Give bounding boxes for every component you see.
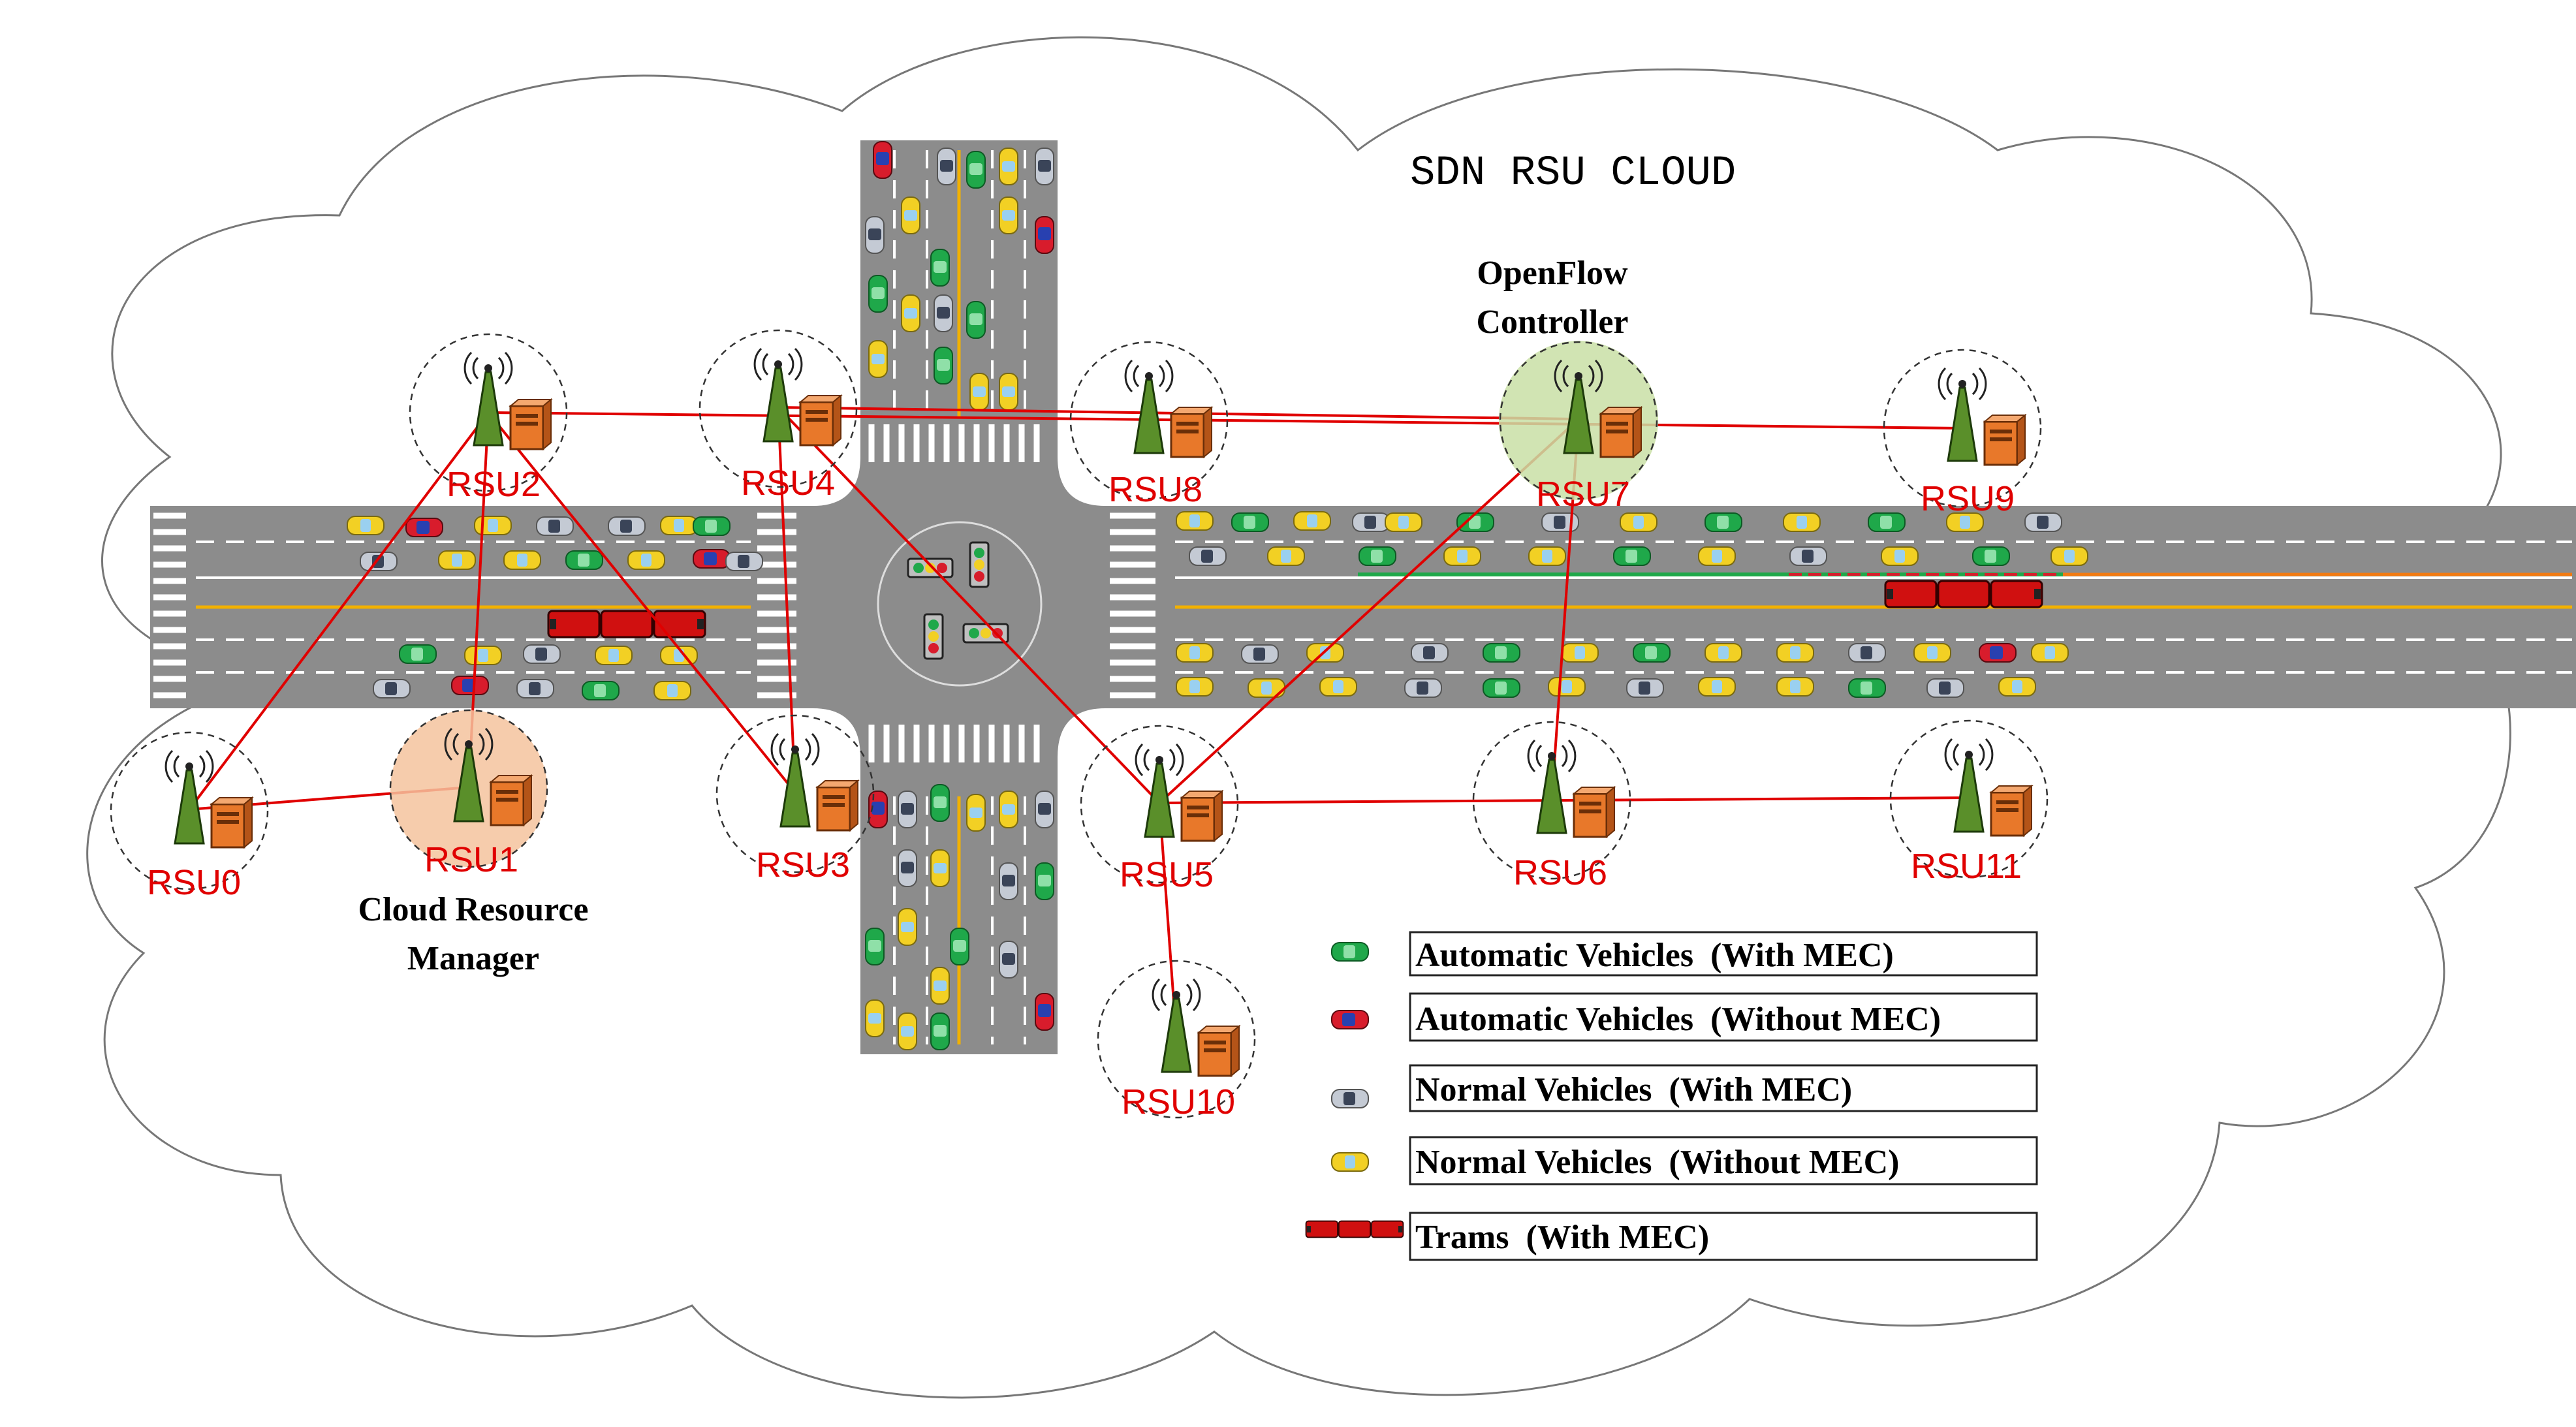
manager-label-line1: Cloud Resource (358, 891, 589, 928)
rsu-label: RSU4 (741, 463, 835, 503)
legend-label: Automatic Vehicles (With MEC) (1415, 937, 1894, 974)
rsu-link (777, 407, 796, 793)
traffic-light-icon (969, 541, 990, 588)
manager-label-line2: Manager (407, 940, 539, 977)
legend-label: Normal Vehicles (Without MEC) (1415, 1144, 1899, 1181)
rsu-labels: RSU0 RSU1 RSU2 RSU3 RSU4 RSU5 RSU6 RSU7 … (147, 463, 2022, 1121)
intersection-circle (877, 521, 1043, 687)
controller-label-line1: OpenFlow (1477, 255, 1628, 292)
legend-box (1409, 1212, 2038, 1261)
cloud-title: SDN RSU CLOUD (1410, 150, 1736, 197)
legend-label: Automatic Vehicles (Without MEC) (1415, 1001, 1941, 1038)
legend-label: Trams (With MEC) (1415, 1219, 1709, 1256)
rsu-link (487, 411, 796, 794)
crosswalk-west (757, 512, 796, 698)
traffic-light-icon (923, 613, 944, 660)
traffic-light-icon (907, 557, 954, 578)
normal-vehicle-mec-icon (1331, 1089, 1369, 1108)
rsu-label: RSU9 (1921, 479, 2015, 518)
tram-mec-icon (1305, 1220, 1404, 1238)
rsu-label: RSU10 (1122, 1082, 1235, 1121)
rsu-label: RSU11 (1911, 847, 2022, 886)
rsu-label: RSU3 (756, 845, 850, 885)
crosswalk-east (1110, 512, 1155, 698)
crosswalk-north (868, 424, 1040, 462)
rsu-label: RSU8 (1108, 470, 1202, 509)
legend-box (1409, 992, 2038, 1042)
crosswalk-south (868, 725, 1040, 762)
rsu-label: RSU2 (447, 465, 541, 504)
crosswalk-far-west (153, 512, 186, 698)
rsu-link (777, 406, 1161, 804)
rsu-link (1158, 418, 1580, 804)
legend-label: Normal Vehicles (With MEC) (1415, 1071, 1852, 1108)
rsu-label: RSU5 (1120, 855, 1214, 894)
legend-box (1409, 1136, 2038, 1185)
rsu-link (1159, 796, 1970, 804)
legend-box (1409, 931, 2038, 977)
road-network (150, 140, 2576, 1054)
rsu-label: RSU6 (1513, 853, 1607, 892)
rsu-link (488, 411, 1963, 430)
rsu-label: RSU1 (424, 840, 518, 879)
rsu-label: RSU0 (147, 863, 241, 902)
rsu-link (188, 411, 490, 811)
rsu-label: RSU7 (1536, 475, 1630, 514)
normal-vehicle-no-mec-icon (1331, 1152, 1369, 1172)
legend-box (1409, 1064, 2038, 1112)
automatic-vehicle-mec-icon (1331, 942, 1369, 962)
cloud-boundary (86, 36, 2511, 1399)
automatic-vehicle-no-mec-icon (1331, 1010, 1369, 1029)
controller-label-line2: Controller (1477, 304, 1629, 341)
legend: Automatic Vehicles (With MEC) Automatic … (1305, 931, 2038, 1261)
